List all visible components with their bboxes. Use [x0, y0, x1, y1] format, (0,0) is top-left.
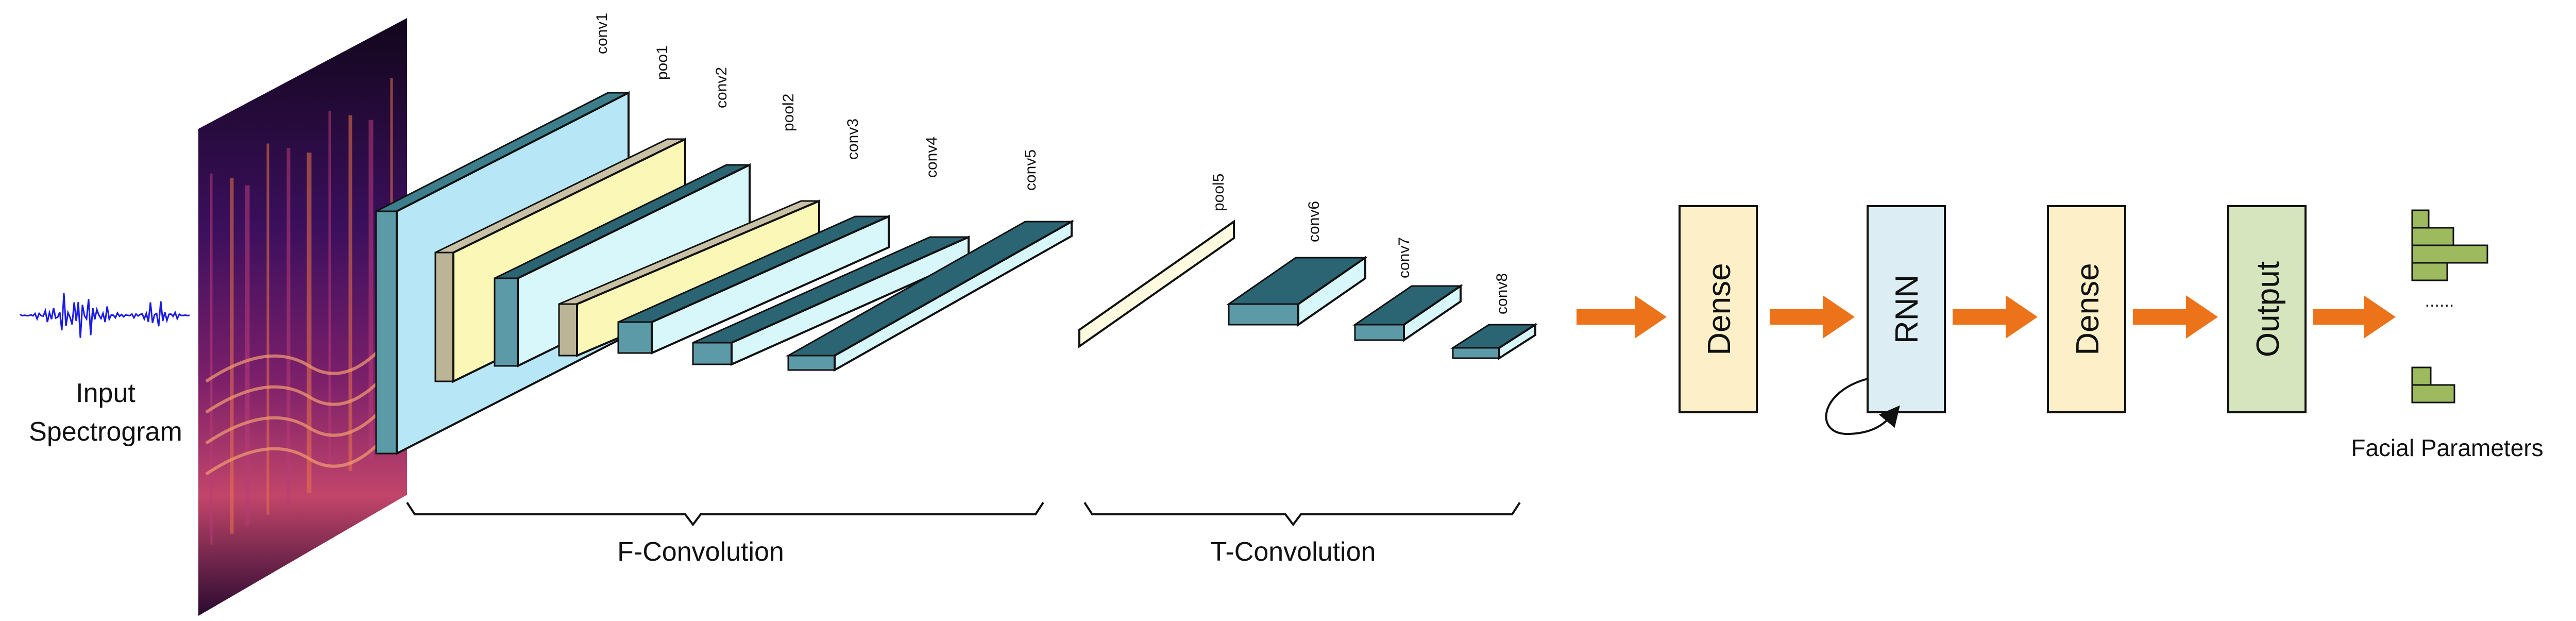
- audio-waveform-icon: [20, 293, 190, 338]
- dense-2-box: [2047, 205, 2126, 413]
- block-conv3-side: [617, 321, 653, 354]
- spectrogram-formant: [205, 422, 398, 476]
- layer-label-conv6: conv6: [1306, 201, 1323, 242]
- layer-label-conv8: conv8: [1494, 273, 1511, 314]
- block-pool5-front: [1078, 220, 1235, 348]
- t-convolution-label: T-Convolution: [1211, 537, 1376, 567]
- block-conv8-front: [1498, 323, 1536, 360]
- facial-param-bar-2-2: [2411, 384, 2455, 404]
- facial-parameters-label: Facial Parameters: [2351, 434, 2543, 461]
- t-convolution-brace: [1083, 501, 1521, 527]
- facial-param-bar-2-1: [2411, 366, 2432, 386]
- layer-labels: conv1 poo1 conv2 pool2 conv3 conv4 conv5…: [594, 13, 1511, 314]
- block-conv5-front: [834, 220, 1073, 372]
- output-box: [2227, 205, 2307, 413]
- spectrogram-formant: [205, 360, 398, 414]
- block-conv7-side: [1354, 324, 1405, 341]
- flow-arrow-4: [2133, 295, 2218, 339]
- block-conv6-side: [1228, 303, 1299, 326]
- block-pool1-side: [434, 251, 454, 382]
- flow-arrow-1: [1577, 295, 1667, 339]
- layer-label-conv5: conv5: [1022, 149, 1039, 191]
- spectrogram-formant: [205, 391, 398, 445]
- layer-label-conv4: conv4: [923, 137, 940, 178]
- facial-param-bar-1-1: [2411, 209, 2430, 229]
- rnn-label: RNN: [1889, 275, 1925, 344]
- block-conv6-front: [1297, 256, 1366, 327]
- block-conv8: [1450, 323, 1538, 360]
- block-conv3-front: [651, 214, 890, 355]
- layer-label-conv3: conv3: [844, 119, 861, 160]
- block-conv5: [785, 220, 1075, 372]
- facial-param-bar-1-3: [2411, 244, 2488, 264]
- block-pool5: [1078, 220, 1235, 348]
- block-output: Output: [2227, 205, 2307, 413]
- flow-arrow-3: [1953, 295, 2038, 339]
- flow-arrows: [1577, 295, 2396, 339]
- block-conv6: [1226, 256, 1368, 327]
- f-convolution-label: F-Convolution: [617, 537, 784, 567]
- rnn-box: [1867, 205, 1946, 413]
- block-conv3: [617, 214, 890, 355]
- block-dense-1: Dense: [1679, 205, 1758, 413]
- dense-1-label: Dense: [1702, 263, 1737, 355]
- layer-label-conv1: conv1: [594, 13, 611, 54]
- block-rnn: RNN: [1825, 205, 1946, 435]
- dense-1-box: [1679, 205, 1758, 413]
- layer-label-conv2: conv2: [713, 67, 730, 108]
- block-conv5-side: [787, 355, 836, 371]
- block-conv2-side: [494, 277, 519, 367]
- output-label: Output: [2250, 261, 2286, 357]
- block-conv1-side: [375, 210, 398, 455]
- layer-label-conv7: conv7: [1396, 237, 1413, 278]
- layer-label-pool2: pool2: [780, 94, 797, 131]
- rnn-recurrent-loop-arrow: [1825, 378, 1900, 435]
- input-waveform: [20, 293, 190, 338]
- block-dense-2: Dense: [2047, 205, 2126, 413]
- layer-label-pool5: pool5: [1210, 174, 1227, 211]
- facial-params-dots: ......: [2425, 291, 2454, 311]
- conv-layer-blocks: [375, 91, 1538, 456]
- input-label-line1: Input: [76, 378, 135, 408]
- facial-param-bar-1-2: [2411, 227, 2454, 246]
- block-pool2-side: [558, 303, 578, 357]
- spectrogram-image: [198, 18, 407, 616]
- dense-2-label: Dense: [2070, 263, 2106, 355]
- block-conv8-side: [1452, 347, 1500, 359]
- facial-param-bar-1-4: [2411, 262, 2448, 281]
- block-conv7: [1352, 284, 1463, 342]
- input-label-line2: Spectrogram: [29, 417, 182, 447]
- facial-parameter-bars: [2411, 209, 2488, 404]
- spectrogram-formant: [205, 329, 398, 383]
- block-conv4-side: [692, 342, 733, 365]
- flow-arrow-2: [1770, 295, 1855, 339]
- block-conv4: [692, 235, 970, 366]
- f-convolution-brace: [406, 501, 1044, 527]
- layer-label-pool1: poo1: [654, 45, 671, 80]
- flow-arrow-5: [2313, 295, 2396, 339]
- block-conv7-front: [1403, 284, 1462, 342]
